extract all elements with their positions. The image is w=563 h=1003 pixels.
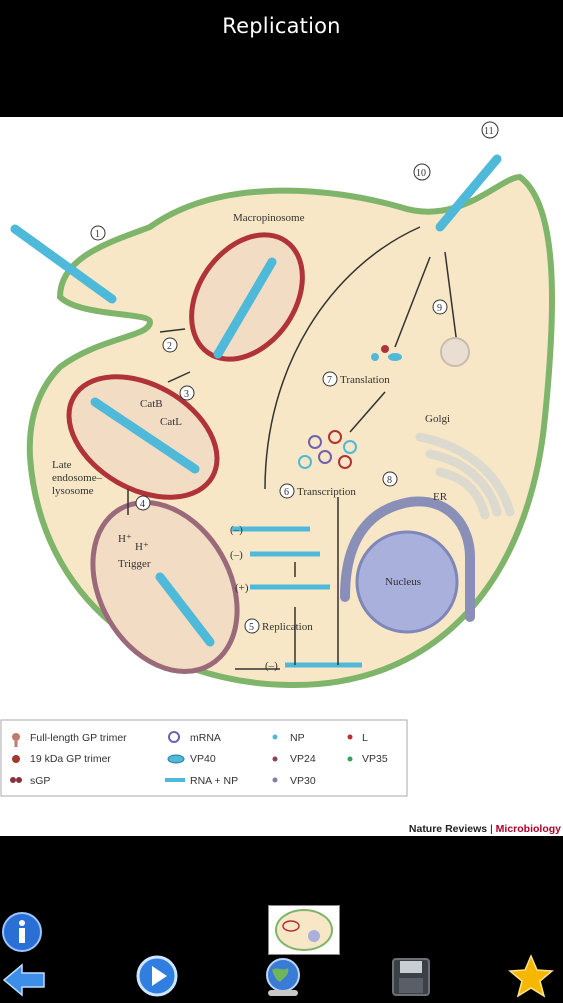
label-replication: Replication — [262, 621, 313, 633]
play-button[interactable] — [136, 955, 178, 997]
virion-endosome — [90, 397, 200, 474]
virion-trigger — [155, 572, 215, 647]
label-nucleus: Nucleus — [385, 576, 421, 588]
step-6: 6 — [284, 487, 289, 498]
save-button[interactable] — [390, 956, 432, 998]
label-late-3: lysosome — [52, 485, 94, 497]
label-golgi: Golgi — [425, 413, 450, 425]
label-late-1: Late — [52, 459, 72, 471]
legend: Full-length GP trimer 19 kDa GP trimer s… — [0, 719, 408, 797]
credit-journal: Nature Reviews — [408, 823, 488, 835]
legend-vp24: VP24 — [290, 753, 316, 765]
legend-19kda-gp: 19 kDa GP trimer — [30, 753, 111, 765]
star-icon — [508, 954, 554, 998]
globe-icon — [266, 958, 300, 996]
label-late-2: endosome– — [52, 472, 103, 484]
legend-vp35: VP35 — [362, 753, 388, 765]
thumbnail-image — [275, 909, 333, 951]
step-10: 10 — [416, 168, 426, 179]
step-7: 7 — [327, 375, 332, 386]
favorite-button[interactable] — [508, 954, 554, 998]
figure-thumbnail[interactable] — [268, 905, 340, 955]
legend-vp30: VP30 — [290, 775, 316, 787]
legend-rna-np: RNA + NP — [190, 775, 238, 787]
replication-figure: Macropinosome CatB CatL Late endosome– l… — [0, 117, 563, 836]
legend-np: NP — [290, 732, 305, 744]
legend-sgp: sGP — [30, 775, 50, 787]
label-trigger: Trigger — [118, 558, 151, 570]
play-icon — [136, 955, 178, 997]
legend-mrna: mRNA — [190, 732, 221, 744]
label-neg-3: (–) — [265, 660, 278, 672]
mrna-cluster — [298, 430, 357, 469]
label-macropinosome: Macropinosome — [233, 212, 305, 224]
legend-full-gp: Full-length GP trimer — [30, 732, 127, 744]
step-9: 9 — [437, 303, 442, 314]
label-translation: Translation — [340, 374, 390, 386]
credit-separator: | — [487, 823, 496, 835]
replication-diagram: Macropinosome CatB CatL Late endosome– l… — [0, 121, 556, 797]
legend-l: L — [362, 732, 368, 744]
label-catl: CatL — [160, 416, 182, 428]
back-arrow-icon — [2, 963, 45, 997]
label-h1: H⁺ — [118, 533, 132, 545]
step-1: 1 — [95, 229, 100, 240]
virion-macropinosome — [213, 257, 277, 359]
web-button[interactable] — [262, 956, 304, 998]
page-title: Replication — [222, 14, 341, 38]
label-h2: H⁺ — [135, 541, 149, 553]
figure-credit: Nature Reviews | Microbiology — [409, 823, 561, 835]
credit-section: Microbiology — [495, 823, 561, 835]
step-3: 3 — [184, 389, 189, 400]
nucleus — [355, 530, 459, 634]
floppy-disk-icon — [392, 958, 430, 996]
step-11: 11 — [484, 126, 494, 137]
label-pos: (+) — [235, 582, 249, 594]
er — [340, 496, 475, 622]
virion-budding — [435, 154, 502, 232]
label-neg-1: (–) — [230, 524, 243, 536]
golgi — [415, 432, 515, 517]
back-button[interactable] — [2, 962, 46, 998]
legend-vp40: VP40 — [190, 753, 216, 765]
step-2: 2 — [167, 341, 172, 352]
label-neg-2: (–) — [230, 549, 243, 561]
info-button[interactable] — [1, 911, 43, 953]
step-8: 8 — [387, 475, 392, 486]
label-er: ER — [433, 491, 448, 503]
info-icon — [2, 912, 42, 952]
step-5: 5 — [249, 622, 254, 633]
label-catb: CatB — [140, 398, 163, 410]
virion-entry — [10, 224, 117, 304]
label-transcription: Transcription — [297, 486, 356, 498]
step-4: 4 — [140, 499, 145, 510]
